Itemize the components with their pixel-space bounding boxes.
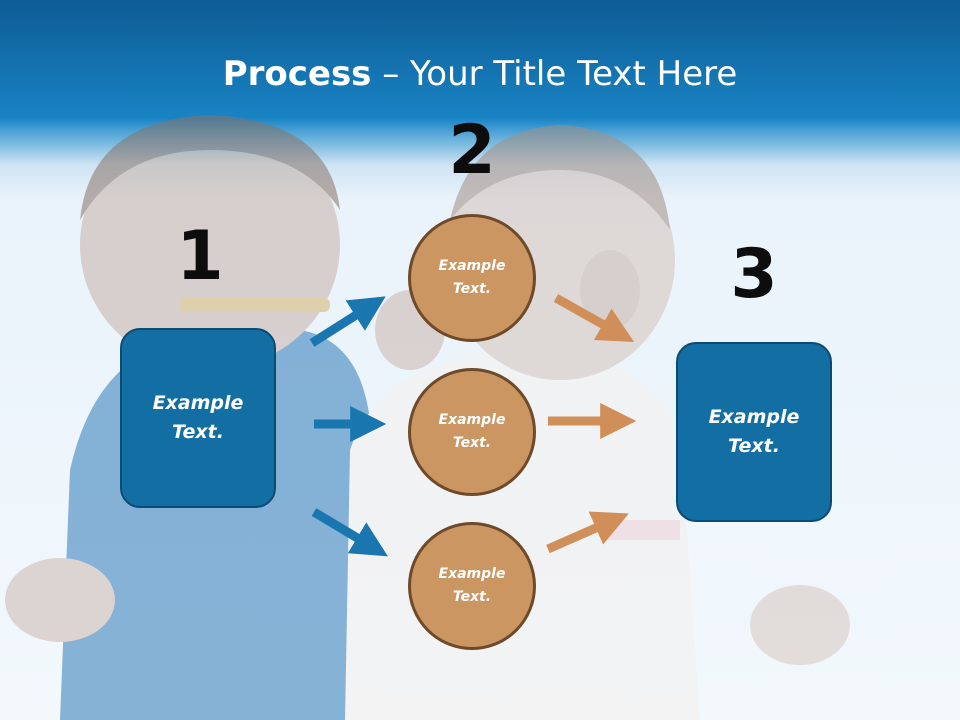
left-box-line1: Example [152,392,244,414]
title-bold: Process [222,54,372,94]
process-circle-bottom: Example Text. [408,522,536,650]
right-box-line2: Text. [728,435,780,457]
step-number-3: 3 [730,235,778,314]
left-process-box: Example Text. [120,328,276,508]
process-circle-middle: Example Text. [408,368,536,496]
slide-title: Process – Your Title Text Here [0,52,960,96]
arrow-down-right-tan [553,294,635,342]
right-process-box: Example Text. [676,342,832,522]
circle-bottom-line2: Text. [452,589,492,605]
arrow-down-right-blue [311,508,388,557]
right-box-line1: Example [708,406,800,428]
title-rest: – Your Title Text Here [371,54,738,94]
arrow-up-right-tan [546,511,629,554]
left-box-line2: Text. [172,421,224,443]
step-number-1: 1 [176,217,224,296]
circle-middle-line1: Example [438,412,506,428]
circle-top-line1: Example [438,258,506,274]
circle-top-line2: Text. [452,281,492,297]
process-circle-top: Example Text. [408,214,536,342]
step-number-2: 2 [448,111,496,190]
circle-middle-line2: Text. [452,435,492,451]
arrow-up-right-blue [309,296,386,347]
circle-bottom-line1: Example [438,566,506,582]
